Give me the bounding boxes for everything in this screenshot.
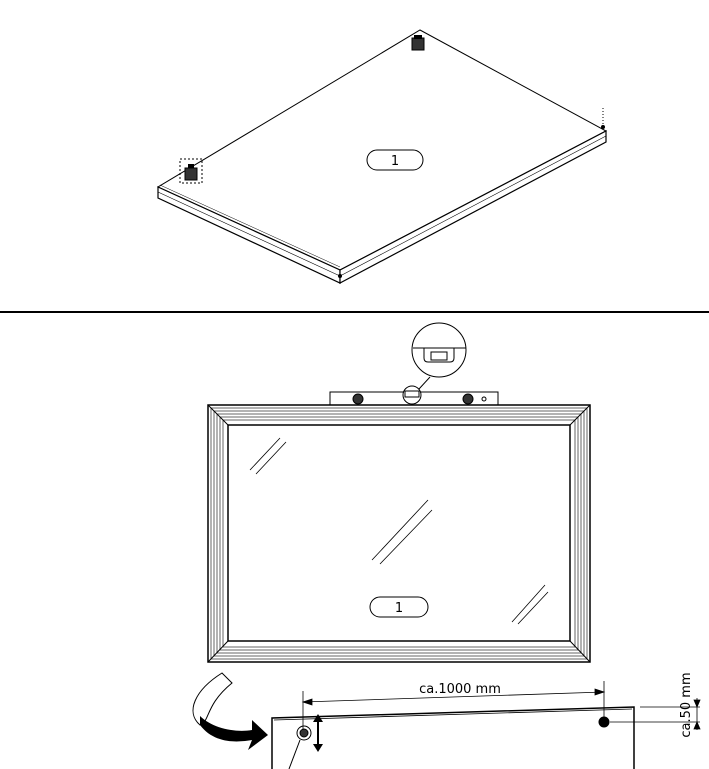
- part-number: 1: [395, 601, 403, 616]
- adjust-arrow-icon: [313, 714, 323, 752]
- foot-leveler-top: [411, 35, 425, 51]
- rotate-arrow-icon: [192, 672, 268, 750]
- wall-bracket: [329, 385, 499, 407]
- dimension-width: [301, 681, 606, 730]
- dimension-height-label: ca.50 mm: [679, 672, 694, 737]
- part-label-step1: 1: [366, 149, 424, 171]
- mirror-frame: [207, 404, 591, 663]
- glass-reflection: [249, 437, 549, 625]
- spirit-level-detail: [411, 322, 467, 390]
- hole-front: [338, 274, 342, 278]
- foot-leveler-left: [179, 158, 203, 184]
- dimension-height: [610, 698, 701, 730]
- part-label-step2: 1: [369, 596, 429, 618]
- hole-right: [601, 125, 605, 129]
- dimension-width-label: ca.1000 mm: [419, 682, 501, 697]
- part-number: 1: [391, 154, 399, 169]
- mirror-panel-detail: [271, 706, 635, 769]
